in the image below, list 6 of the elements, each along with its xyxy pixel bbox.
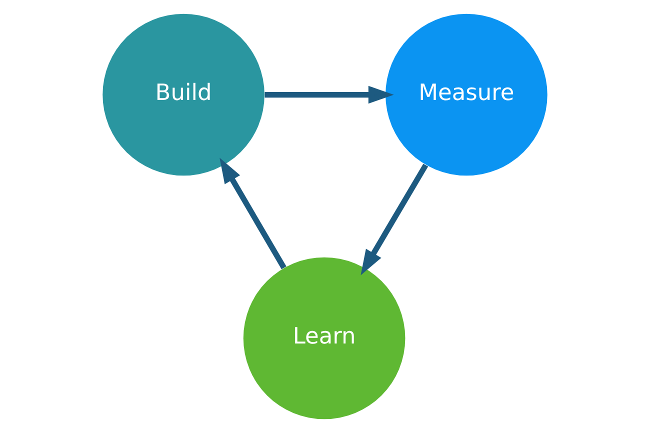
arrow <box>220 158 286 270</box>
node-circle: Build <box>102 14 264 176</box>
arrow <box>264 86 394 104</box>
node-circle: Learn <box>243 257 406 420</box>
arrow <box>360 164 428 276</box>
node-circle: Measure <box>386 14 548 176</box>
